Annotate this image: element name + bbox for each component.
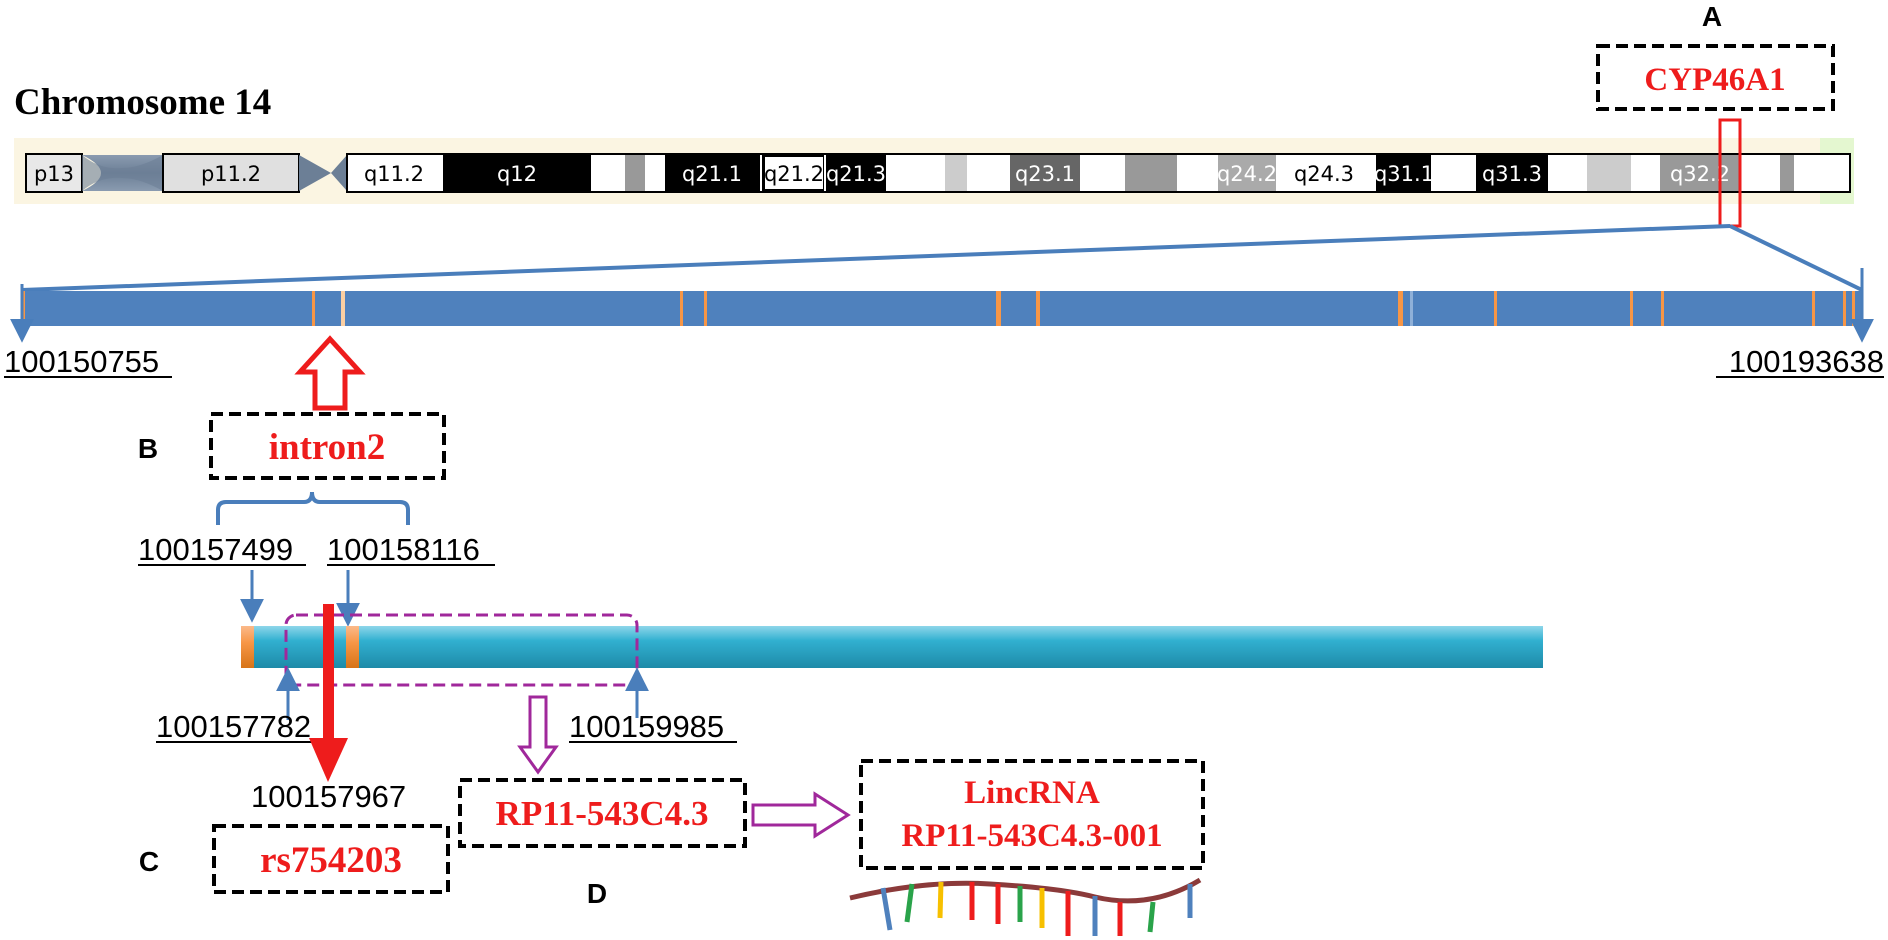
lnc-start-position: 100157782	[156, 709, 311, 744]
band-label: q11.2	[364, 162, 424, 186]
band-label: q12	[497, 162, 537, 186]
zoom-line-left	[21, 224, 1731, 292]
band-label: q24.2	[1217, 162, 1277, 186]
centromere	[299, 155, 331, 191]
panel-label-b: B	[138, 433, 158, 464]
zoom-line-right	[1729, 224, 1863, 292]
chromosome-title: Chromosome 14	[14, 82, 271, 123]
intron-label-box	[209, 412, 446, 480]
snp-position: 100157967	[251, 779, 406, 814]
band-label: q31.3	[1482, 162, 1542, 186]
band-label: p13	[34, 162, 74, 186]
lincrna-label-line2: RP11-543C4.3-001	[901, 818, 1162, 854]
intron-end-position: 100158116	[327, 532, 480, 567]
gene-start-position: 100150755	[4, 344, 159, 379]
snp-label: rs754203	[260, 840, 402, 881]
transcript-bar	[241, 626, 1543, 668]
lincrna-label-box	[859, 759, 1205, 870]
band-p11-2	[162, 153, 300, 193]
intron-brace	[216, 491, 410, 525]
band-label: q24.3	[1294, 162, 1354, 186]
panel-label-a: A	[1702, 1, 1722, 32]
intron-start-position: 100157499	[138, 532, 293, 567]
intron-label: intron2	[269, 427, 386, 468]
gene-bar	[22, 291, 1862, 326]
band-label: q21.3	[826, 162, 886, 186]
gene-end-position: 100193638	[1729, 344, 1884, 379]
cyp46a1-label-box	[1596, 44, 1835, 111]
lnc-label: RP11-543C4.3	[496, 794, 709, 833]
lincrna-label-line1: LincRNA	[964, 775, 1100, 811]
band-label: p11.2	[201, 162, 261, 186]
lincrna-pointer-arrow	[751, 791, 851, 839]
intron-pointer-arrow	[294, 335, 366, 411]
band-label: q21.2	[764, 162, 824, 186]
lnc-pointer-arrow	[517, 695, 559, 775]
panel-label-c: C	[139, 846, 159, 877]
panel-label-d: D	[587, 878, 607, 909]
snp-pointer-arrow	[309, 604, 348, 782]
chromosome-ideogram: p13 p11.2 q11.2 q12 q21.1 q21.2 q21.3 q2…	[14, 138, 1854, 204]
cyp46a1-label: CYP46A1	[1644, 62, 1785, 98]
lnc-label-box	[458, 778, 747, 848]
band-label: q31.1	[1374, 162, 1434, 186]
lncrna-region-box	[284, 613, 639, 687]
rna-strand-illustration	[849, 877, 1202, 936]
band-label: q23.1	[1015, 162, 1075, 186]
snp-label-box	[212, 824, 450, 894]
lnc-end-position: 100159985	[569, 709, 724, 744]
band-label: q21.1	[682, 162, 742, 186]
